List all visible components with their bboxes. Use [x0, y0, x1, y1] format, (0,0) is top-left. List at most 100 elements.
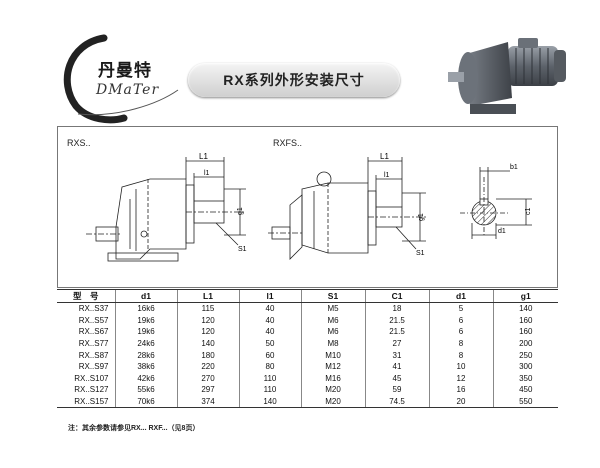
col-header-key-width: d1 — [428, 289, 493, 303]
cell-value: 60 — [238, 349, 301, 361]
cell-value: M6 — [300, 326, 365, 338]
drawing-label-rxs: RXS.. — [67, 138, 91, 148]
rxs-dim-s1: S1 — [238, 246, 247, 253]
col-header-length: L1 — [176, 289, 239, 303]
table-header-row: 型 号 d1 L1 l1 S1 C1 d1 g1 — [57, 289, 558, 303]
cell-value: 8 — [428, 337, 493, 350]
cell-value: 110 — [238, 372, 301, 385]
col-header-key-height: C1 — [364, 289, 429, 303]
cell-value: M10 — [300, 349, 365, 361]
cell-value: 24k6 — [114, 337, 177, 350]
cell-value: 120 — [176, 326, 239, 338]
cell-model: RX..S107 — [74, 373, 109, 383]
cell-value: 140 — [176, 337, 239, 350]
rxfs-dim-i1: l1 — [384, 172, 390, 179]
rxfs-dim-g1: g1 — [418, 213, 425, 221]
brand-name-cn: 丹曼特 — [98, 61, 152, 81]
col-header-model: 型 号 — [57, 289, 115, 303]
cell-value: 27 — [364, 337, 429, 350]
cell-value: 5 — [428, 302, 493, 315]
cell-value: M20 — [300, 395, 365, 409]
cell-value: 350 — [492, 372, 558, 385]
cell-value: 115 — [176, 302, 239, 315]
cell-value: 374 — [176, 395, 239, 409]
cell-value: 10 — [428, 360, 493, 373]
rxs-dim-i1: l1 — [204, 170, 210, 177]
cell-value: 50 — [238, 337, 301, 350]
cell-value: 19k6 — [114, 326, 177, 338]
cell-value: 12 — [428, 372, 493, 385]
cell-value: 160 — [492, 314, 558, 327]
cell-model: RX..S127 — [74, 385, 109, 395]
cell-value: 550 — [492, 395, 558, 409]
cell-value: 20 — [428, 395, 493, 409]
page-title-text: RX系列外形安装尺寸 — [223, 72, 365, 88]
cell-value: 180 — [176, 349, 239, 361]
cell-model: RX..S77 — [78, 339, 109, 349]
cell-value: M5 — [300, 302, 365, 315]
col-header-shaft-length: l1 — [238, 289, 301, 303]
cell-model: RX..S87 — [78, 350, 109, 360]
dimension-drawings: RXS.. RXFS.. L1 l1 g1 S1 — [57, 126, 558, 288]
cell-value: 74.5 — [364, 395, 429, 409]
cell-value: 140 — [492, 302, 558, 315]
cell-value: 40 — [238, 314, 301, 327]
cell-value: 31 — [364, 349, 429, 361]
cell-value: 8 — [428, 349, 493, 361]
cell-value: M12 — [300, 360, 365, 373]
cell-value: 300 — [492, 360, 558, 373]
shaft-section-drawing: b1 c1 d1 — [460, 164, 532, 239]
cell-value: 16k6 — [114, 302, 177, 315]
cell-value: 297 — [176, 384, 239, 396]
cell-value: 40 — [238, 326, 301, 338]
rxfs-dim-s1: S1 — [416, 250, 425, 257]
cell-value: 19k6 — [114, 314, 177, 327]
cell-value: M8 — [300, 337, 365, 350]
rxs-dim-l1: L1 — [199, 152, 208, 161]
cell-value: 120 — [176, 314, 239, 327]
cell-value: 270 — [176, 372, 239, 385]
cell-value: 28k6 — [114, 349, 177, 361]
cell-value: 110 — [238, 384, 301, 396]
rxfs-dim-l1: L1 — [380, 152, 389, 161]
cell-value: 40 — [238, 302, 301, 315]
cell-value: 41 — [364, 360, 429, 373]
footnote: 注：其余参数请参见RX... RXF...（见8页） — [68, 425, 200, 432]
rxs-dim-g1: g1 — [237, 207, 244, 215]
cell-model: RX..S37 — [78, 304, 109, 314]
cell-value: 45 — [364, 372, 429, 385]
cell-value: 16 — [428, 384, 493, 396]
shaft-dim-d1: d1 — [498, 228, 506, 235]
cell-value: 160 — [492, 326, 558, 338]
rxs-drawing: L1 l1 g1 S1 — [86, 152, 247, 262]
cell-model: RX..S97 — [78, 362, 109, 372]
shaft-dim-c1: c1 — [525, 208, 532, 216]
cell-value: 18 — [364, 302, 429, 315]
cell-model: RX..S67 — [78, 327, 109, 337]
cell-value: 38k6 — [114, 360, 177, 373]
gear-motor-image — [448, 38, 566, 114]
rxfs-drawing: L1 l1 g1 S1 — [268, 152, 428, 260]
brand-logo — [63, 34, 179, 124]
cell-value: M6 — [300, 314, 365, 327]
cell-value: 21.5 — [364, 314, 429, 327]
col-header-thread: S1 — [300, 289, 365, 303]
page-title: RX系列外形安装尺寸 — [188, 63, 400, 97]
cell-value: M16 — [300, 372, 365, 385]
col-header-g1: g1 — [492, 289, 558, 303]
cell-value: 250 — [492, 349, 558, 361]
cell-value: 220 — [176, 360, 239, 373]
cell-value: 450 — [492, 384, 558, 396]
cell-value: 59 — [364, 384, 429, 396]
shaft-dim-b1: b1 — [510, 164, 518, 171]
cell-value: 6 — [428, 314, 493, 327]
